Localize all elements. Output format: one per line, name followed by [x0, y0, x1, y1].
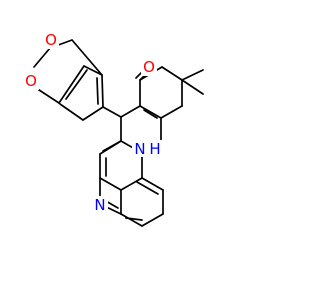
atom-labels: O O O N H N [23, 31, 162, 214]
molecule-diagram: O O O N H N [23, 31, 204, 227]
pyridine-nitrogen-label: N [94, 196, 105, 214]
ketone-oxygen-label: O [143, 58, 155, 76]
amine-nitrogen-label: N [134, 140, 145, 158]
oxygen-atom-label: O [45, 31, 57, 49]
bond-lines [33, 39, 204, 227]
amine-hydrogen-label: H [149, 140, 160, 158]
oxygen-atom-label: O [25, 72, 37, 90]
